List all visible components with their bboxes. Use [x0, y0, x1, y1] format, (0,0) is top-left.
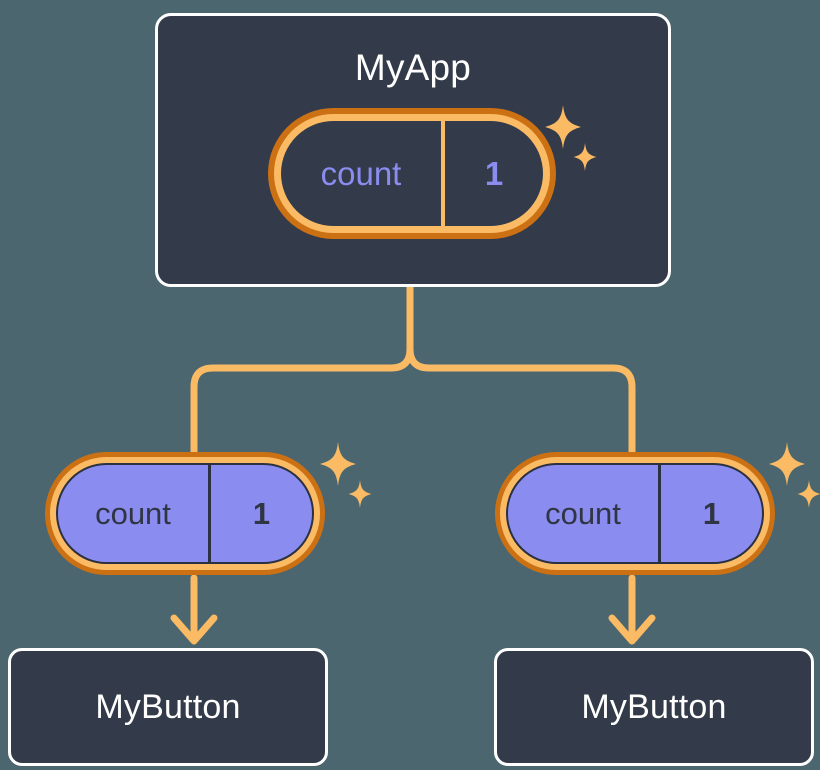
- state-pill-myapp[interactable]: count 1: [268, 108, 556, 239]
- arrow-head-left: [170, 614, 218, 645]
- page-title: MyApp: [354, 47, 472, 88]
- connector-branch-left: [190, 345, 414, 476]
- pill-outer-ring: count 1: [495, 452, 775, 575]
- state-key-label: count: [545, 495, 621, 531]
- state-value-label: 1: [702, 495, 721, 531]
- pill-divider: [441, 121, 445, 226]
- component-box-mybutton-right[interactable]: MyButton: [494, 648, 814, 766]
- component-label: MyButton: [581, 688, 727, 726]
- component-box-mybutton-left[interactable]: MyButton: [8, 648, 328, 766]
- pill-inner-ring: count 1: [500, 457, 770, 570]
- component-label: MyButton: [95, 688, 241, 726]
- pill-content: count 1: [281, 121, 543, 226]
- state-key-label: count: [320, 154, 402, 192]
- state-pill-child-right[interactable]: count 1: [495, 452, 775, 575]
- state-pill-child-left[interactable]: count 1: [45, 452, 325, 575]
- state-key-label: count: [95, 495, 171, 531]
- pill-content: count 1: [506, 463, 764, 564]
- pill-outer-ring: count 1: [268, 108, 556, 239]
- pill-divider: [208, 465, 211, 562]
- state-value-label: 1: [252, 495, 271, 531]
- pill-inner-ring: count 1: [274, 114, 550, 233]
- pill-inner-ring: count 1: [50, 457, 320, 570]
- pill-content: count 1: [56, 463, 314, 564]
- pill-divider: [658, 465, 661, 562]
- pill-outer-ring: count 1: [45, 452, 325, 575]
- state-value-label: 1: [484, 154, 504, 192]
- arrow-head-right: [608, 614, 656, 645]
- connector-branch-right: [406, 345, 636, 476]
